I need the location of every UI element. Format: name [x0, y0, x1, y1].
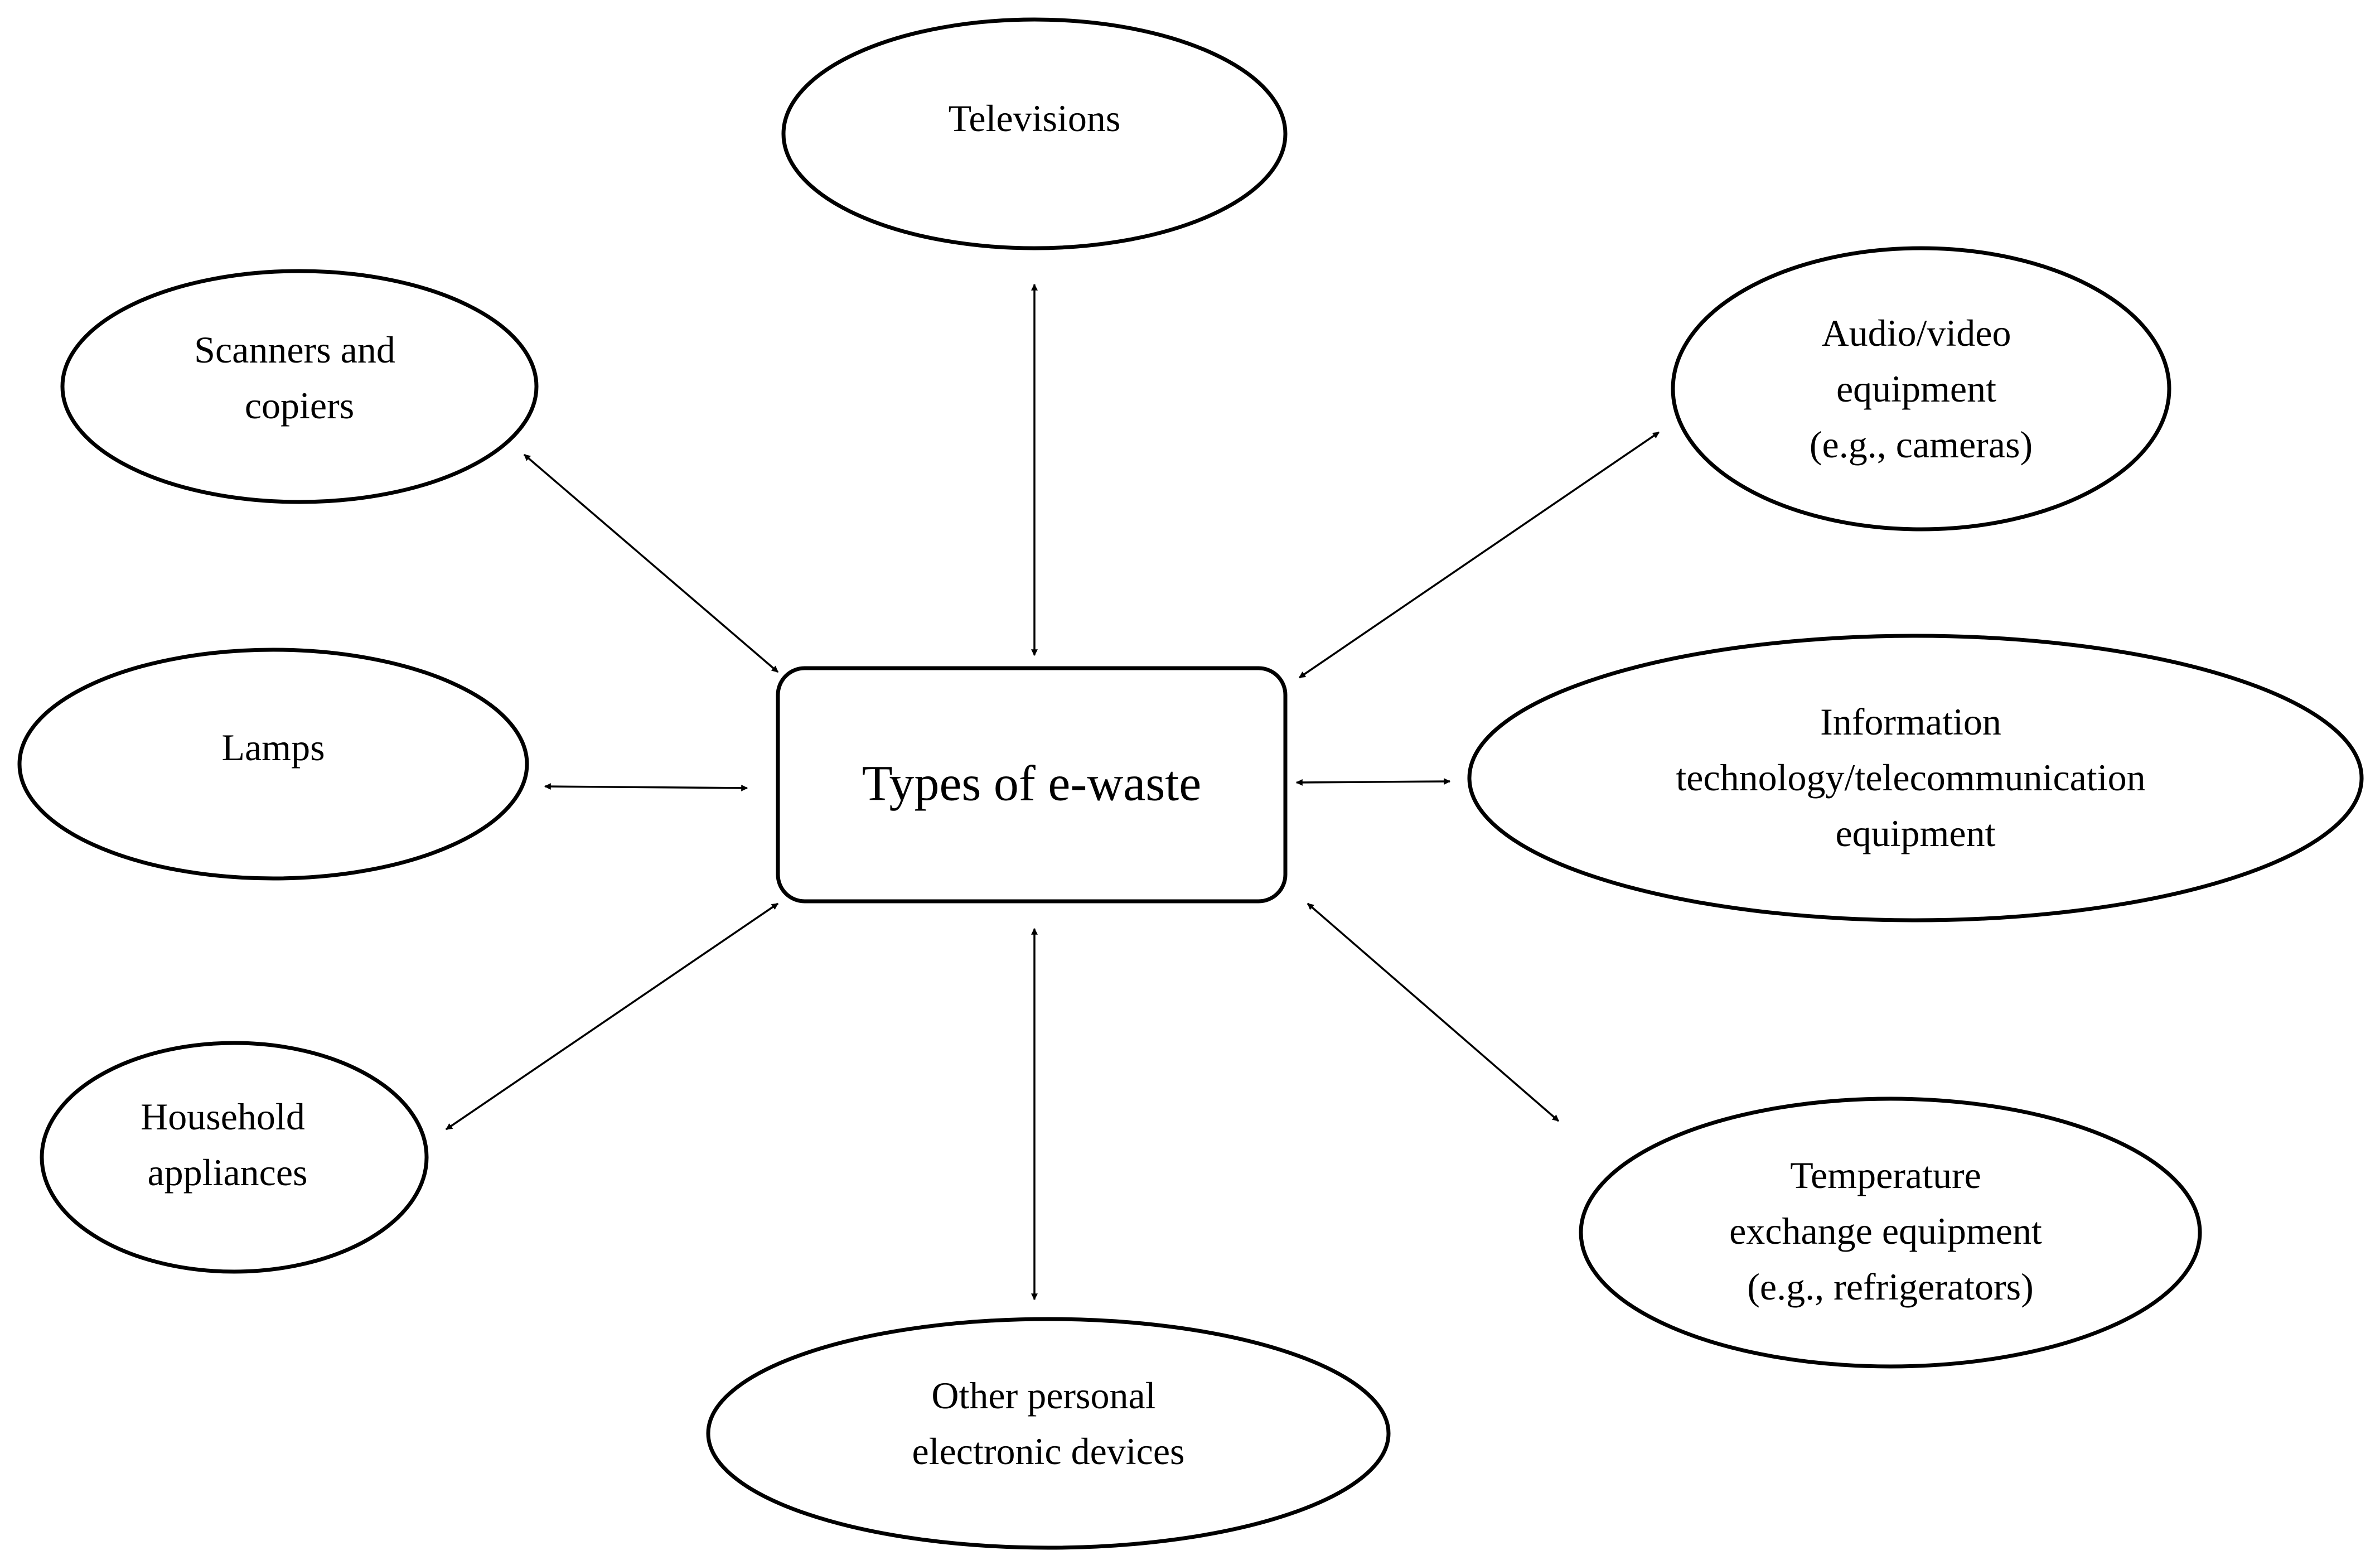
- node-label-line: Other personal: [931, 1374, 1155, 1417]
- node-label: Information technology/telecommunication…: [1676, 701, 2155, 854]
- node-ellipse: [40, 1041, 429, 1274]
- node-label: Household appliances: [141, 1095, 315, 1194]
- node-ellipse: [706, 1317, 1391, 1550]
- node-ellipse: [781, 17, 1288, 250]
- node-label: Lamps: [221, 726, 325, 769]
- node-label-line: Scanners and: [194, 329, 395, 371]
- node-lamps: Lamps: [17, 648, 529, 881]
- node-label-line: Televisions: [949, 97, 1121, 139]
- node-label: Audio/video equipment (e.g., cameras): [1810, 312, 2033, 466]
- node-temperature-exchange: Temperature exchange equipment (e.g., re…: [1579, 1097, 2202, 1369]
- node-ellipse: [17, 648, 529, 881]
- node-audio-video: Audio/video equipment (e.g., cameras): [1671, 246, 2171, 532]
- node-label: Televisions: [949, 97, 1121, 139]
- node-household: Household appliances: [40, 1041, 429, 1274]
- node-label-line: exchange equipment: [1729, 1210, 2042, 1252]
- node-label-line: equipment: [1835, 812, 1995, 854]
- connectors: [446, 283, 1660, 1301]
- node-it-telecom: Information technology/telecommunication…: [1467, 634, 2364, 922]
- node-other-personal: Other personal electronic devices: [706, 1317, 1391, 1550]
- node-ellipse: [1467, 634, 2364, 922]
- center-box: [776, 666, 1288, 904]
- node-label-line: Information: [1820, 701, 2001, 743]
- node-scanners-copiers: Scanners and copiers: [60, 269, 539, 504]
- node-label-line: Lamps: [221, 726, 325, 769]
- arrow-temperature-exchange: [1307, 902, 1560, 1122]
- arrow-household: [446, 902, 778, 1131]
- node-televisions: Televisions: [781, 17, 1288, 250]
- center-node: Types of e-waste: [776, 666, 1288, 904]
- arrow-lamps: [544, 783, 748, 791]
- node-label-line: (e.g., cameras): [1810, 423, 2033, 466]
- node-label: Scanners and copiers: [194, 329, 405, 427]
- node-label-line: electronic devices: [912, 1430, 1185, 1472]
- node-label: Other personal electronic devices: [912, 1374, 1185, 1472]
- arrow-scanners-copiers: [523, 453, 779, 673]
- node-label-line: technology/telecommunication: [1676, 756, 2145, 799]
- node-label: Temperature exchange equipment (e.g., re…: [1729, 1154, 2052, 1308]
- center-label: Types of e-waste: [862, 756, 1201, 812]
- node-label-line: appliances: [148, 1151, 308, 1194]
- node-ellipse: [1671, 246, 2171, 532]
- node-ellipse: [1579, 1097, 2202, 1369]
- node-label-line: equipment: [1836, 368, 1996, 410]
- node-label-line: Household: [141, 1095, 305, 1138]
- node-label-line: Temperature: [1790, 1154, 1981, 1196]
- node-label-line: (e.g., refrigerators): [1747, 1265, 2034, 1308]
- arrow-it-telecom: [1295, 778, 1451, 786]
- arrow-audio-video: [1299, 431, 1660, 679]
- node-ellipse: [60, 269, 539, 504]
- node-label-line: Audio/video: [1822, 312, 2011, 354]
- node-label-line: copiers: [245, 384, 354, 427]
